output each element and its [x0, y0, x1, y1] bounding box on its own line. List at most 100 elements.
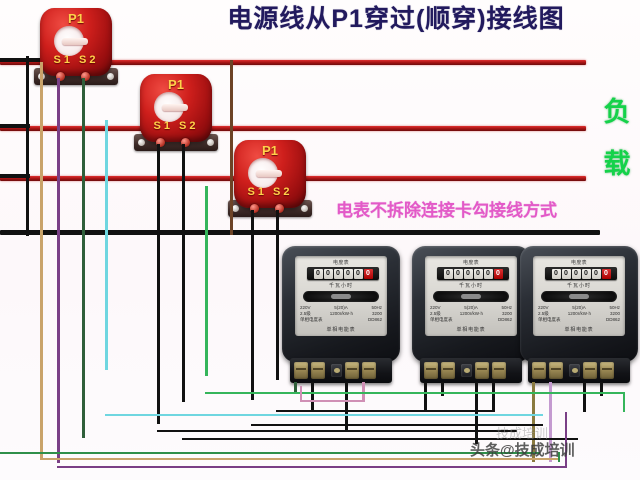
meter-1-terminal-4[interactable]: [362, 362, 376, 379]
meter-3-digit-1: 0: [551, 268, 561, 279]
phase-3-left-stub: [0, 174, 30, 178]
meter-2-terminal-3[interactable]: [475, 362, 489, 379]
watermark: 头条@技成培训: [470, 442, 575, 459]
ct-3-s1-wire: [251, 210, 254, 400]
meter-1-spec-type: 单相电度表: [300, 317, 323, 322]
return-path-cyan-horizontal: [105, 414, 543, 416]
energy-meter-1[interactable]: 电度表 0 0 0 0 0 0 千瓦小时 220V 5(20)A 50Hz 2.…: [282, 246, 400, 388]
meter-3-specs: 220V 5(20)A 50Hz 2.5级 1200r/kW·h 3200 单相…: [538, 305, 620, 323]
ct-2-s2-wire: [182, 144, 185, 402]
meter-3-drop-1: [532, 382, 535, 462]
meter-3-terminal-1[interactable]: [532, 362, 546, 379]
meter-2-link-bar[interactable]: [461, 364, 472, 377]
meter-3-terminal-block[interactable]: [528, 358, 630, 383]
meter-1-register: 0 0 0 0 0 0: [307, 267, 379, 280]
meter-2-rotor-window: [433, 291, 509, 302]
ct-3-terminal-s1[interactable]: [250, 204, 259, 213]
phase-2-left-stub: [0, 124, 30, 128]
meter-2-spec-constant: 1200r/kW·h: [459, 311, 483, 316]
phase-line-1: [0, 60, 586, 65]
meter-3-spec-frequency: 50Hz: [609, 305, 620, 310]
load-label-char-1: 负: [603, 97, 631, 127]
energy-meter-2[interactable]: 电度表 0 0 0 0 0 0 千瓦小时 220V 5(20)A 50Hz 2.…: [412, 246, 530, 388]
ct-2-primary-label: P1: [168, 77, 184, 92]
return-path-purple-bottom: [57, 466, 567, 468]
ct-2-busbar-slot: [162, 104, 188, 111]
meter-2-digit-4: 0: [473, 268, 483, 279]
meter-2-faceplate: 电度表 0 0 0 0 0 0 千瓦小时 220V 5(20)A 50Hz 2.…: [425, 256, 517, 336]
load-label-char-2: 载: [603, 149, 631, 179]
meter-2-spec-type: 单相电度表: [430, 317, 453, 322]
energy-meter-3[interactable]: 电度表 0 0 0 0 0 0 千瓦小时 220V 5(20)A 50Hz 2.…: [520, 246, 638, 388]
meter-3-terminal-3[interactable]: [583, 362, 597, 379]
current-transformer-1[interactable]: P1 S1 S2: [28, 6, 124, 92]
meter-3-terminal-2[interactable]: [549, 362, 563, 379]
ct-1-s2-wire: [82, 78, 85, 438]
ct-1-terminal-s2[interactable]: [81, 72, 90, 81]
meter-1-spec-model: DD862: [367, 317, 382, 322]
meter-2-unit-label: 千瓦小时: [458, 283, 483, 289]
ct-1-primary-label: P1: [68, 11, 84, 26]
meter-2-digit-1: 0: [443, 268, 453, 279]
meter-2-drop-1: [424, 382, 427, 412]
meter-1-drop-3: [345, 382, 348, 430]
meter-1-digit-2: 0: [323, 268, 333, 279]
meter-2-terminal-1[interactable]: [424, 362, 438, 379]
meter-2-brand: 单相电能表: [456, 327, 486, 333]
ct-1-busbar-slot: [62, 38, 88, 45]
ct-2-terminal-s1[interactable]: [156, 138, 165, 147]
ct-1-s1-wire: [57, 78, 60, 463]
meter-3-spec-serial: 3200: [609, 311, 620, 316]
meter-1-terminal-1[interactable]: [294, 362, 308, 379]
meter-3-spec-constant: 1200r/kW·h: [567, 311, 591, 316]
meter-1-link-bar[interactable]: [331, 364, 342, 377]
meter-1-faceplate: 电度表 0 0 0 0 0 0 千瓦小时 220V 5(20)A 50Hz 2.…: [295, 256, 387, 336]
meter-1-spec-class: 2.5级: [300, 311, 311, 316]
meter-3-register: 0 0 0 0 0 0: [545, 267, 617, 280]
meter-1-spec-constant: 1200r/kW·h: [329, 311, 353, 316]
return-path-black-outer-2: [157, 430, 517, 432]
meter-2-digit-2: 0: [453, 268, 463, 279]
meter-2-specs: 220V 5(20)A 50Hz 2.5级 1200r/kW·h 3200 单相…: [430, 305, 512, 323]
watermark-faint: 技成培训: [496, 426, 549, 441]
meter-3-spec-current: 5(20)A: [572, 305, 586, 310]
page-title: 电源线从P1穿过(顺穿)接线图: [227, 5, 565, 33]
return-path-black-mid: [251, 424, 543, 426]
current-transformer-3[interactable]: P1 S1 S2: [222, 138, 318, 224]
current-transformer-2[interactable]: P1 S1 S2: [128, 72, 224, 158]
ct-3-s2-wire: [276, 210, 279, 380]
meter-1-drop-2: [311, 382, 314, 412]
meter-3-drop-3: [583, 382, 586, 412]
return-wire-green-vertical: [205, 186, 208, 376]
ct-1-terminal-s1[interactable]: [56, 72, 65, 81]
meter-3-digit-3: 0: [571, 268, 581, 279]
meter-1-unit-label: 千瓦小时: [328, 283, 353, 289]
meter-1-digit-4: 0: [343, 268, 353, 279]
meter-3-faceplate: 电度表 0 0 0 0 0 0 千瓦小时 220V 5(20)A 50Hz 2.…: [533, 256, 625, 336]
ct-3-terminal-s2[interactable]: [275, 204, 284, 213]
meter-3-digit-2: 0: [561, 268, 571, 279]
meter-3-digit-4: 0: [581, 268, 591, 279]
meter-3-drop-4: [600, 382, 603, 396]
meter-3-brand: 单相电能表: [564, 327, 594, 333]
neutral-line: [0, 230, 600, 235]
meter-2-terminal-2[interactable]: [441, 362, 455, 379]
meter-3-terminal-4[interactable]: [600, 362, 614, 379]
meter-2-terminal-4[interactable]: [492, 362, 506, 379]
meter-3-link-bar[interactable]: [569, 364, 580, 377]
phase-line-2: [0, 126, 586, 131]
meter-2-terminal-block[interactable]: [420, 358, 522, 383]
meter-1-specs: 220V 5(20)A 50Hz 2.5级 1200r/kW·h 3200 单相…: [300, 305, 382, 323]
meter-2-drop-2: [441, 382, 444, 396]
meter-1-terminal-3[interactable]: [345, 362, 359, 379]
meter-3-spec-type: 单相电度表: [538, 317, 561, 322]
meter-1-brand: 单相电能表: [326, 327, 356, 333]
return-path-purple-riser: [565, 412, 567, 468]
meter-1-digit-3: 0: [333, 268, 343, 279]
meter-1-terminal-2[interactable]: [311, 362, 325, 379]
ct-2-terminal-s2[interactable]: [181, 138, 190, 147]
meter-3-spec-model: DD862: [605, 317, 620, 322]
supply-wire-tan: [40, 62, 43, 458]
meter-1-terminal-block[interactable]: [290, 358, 392, 383]
